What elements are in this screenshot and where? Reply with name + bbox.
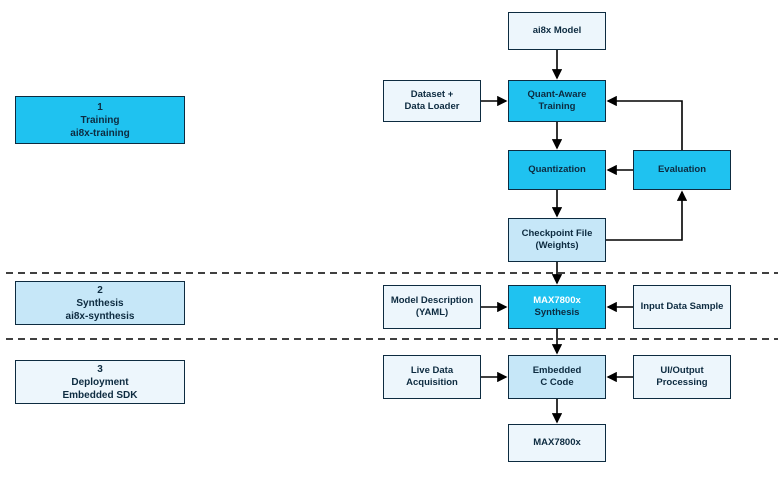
node-model-description-yaml: Model Description (YAML): [383, 285, 481, 329]
node-label: Dataset + Data Loader: [404, 88, 460, 112]
node-label: Input Data Sample: [640, 300, 724, 312]
stage-name: Deployment: [71, 376, 129, 388]
node-dataset-data-loader: Dataset + Data Loader: [383, 80, 481, 122]
node-label: MAX7800x: [533, 436, 581, 448]
stage-sub: ai8x-synthesis: [65, 310, 135, 322]
node-quantization: Quantization: [508, 150, 606, 190]
node-max7800x: MAX7800x: [508, 424, 606, 462]
node-label: Checkpoint File (Weights): [521, 227, 593, 251]
node-checkpoint-file: Checkpoint File (Weights): [508, 218, 606, 262]
stage-3-deployment: 3 Deployment Embedded SDK: [15, 360, 185, 404]
node-live-data-acquisition: Live Data Acquisition: [383, 355, 481, 399]
node-input-data-sample: Input Data Sample: [633, 285, 731, 329]
stage-number: 2: [97, 284, 103, 296]
node-ai8x-model: ai8x Model: [508, 12, 606, 50]
node-embedded-c-code: Embedded C Code: [508, 355, 606, 399]
node-label: ai8x Model: [532, 24, 582, 36]
node-label-line2: Synthesis: [534, 307, 580, 318]
stage-name: Synthesis: [76, 297, 124, 309]
stage-number: 1: [97, 101, 103, 113]
node-label: Model Description (YAML): [390, 294, 474, 318]
stage-1-training: 1 Training ai8x-training: [15, 96, 185, 144]
stage-2-synthesis: 2 Synthesis ai8x-synthesis: [15, 281, 185, 325]
node-label: Evaluation: [657, 163, 707, 175]
node-label: UI/Output Processing: [656, 364, 708, 388]
stage-sub: ai8x-training: [70, 127, 130, 139]
node-max7800x-synthesis: MAX7800x Synthesis: [508, 285, 606, 329]
stage-sub: Embedded SDK: [62, 389, 138, 401]
node-label-line1: MAX7800x: [533, 294, 581, 306]
node-quant-aware-training: Quant-Aware Training: [508, 80, 606, 122]
node-label: Live Data Acquisition: [406, 364, 458, 388]
stage-number: 3: [97, 363, 103, 375]
node-evaluation: Evaluation: [633, 150, 731, 190]
node-label: Embedded C Code: [532, 364, 582, 388]
stage-name: Training: [80, 114, 120, 126]
node-ui-output-processing: UI/Output Processing: [633, 355, 731, 399]
node-label: Quant-Aware Training: [527, 88, 587, 112]
node-label: Quantization: [528, 163, 586, 175]
